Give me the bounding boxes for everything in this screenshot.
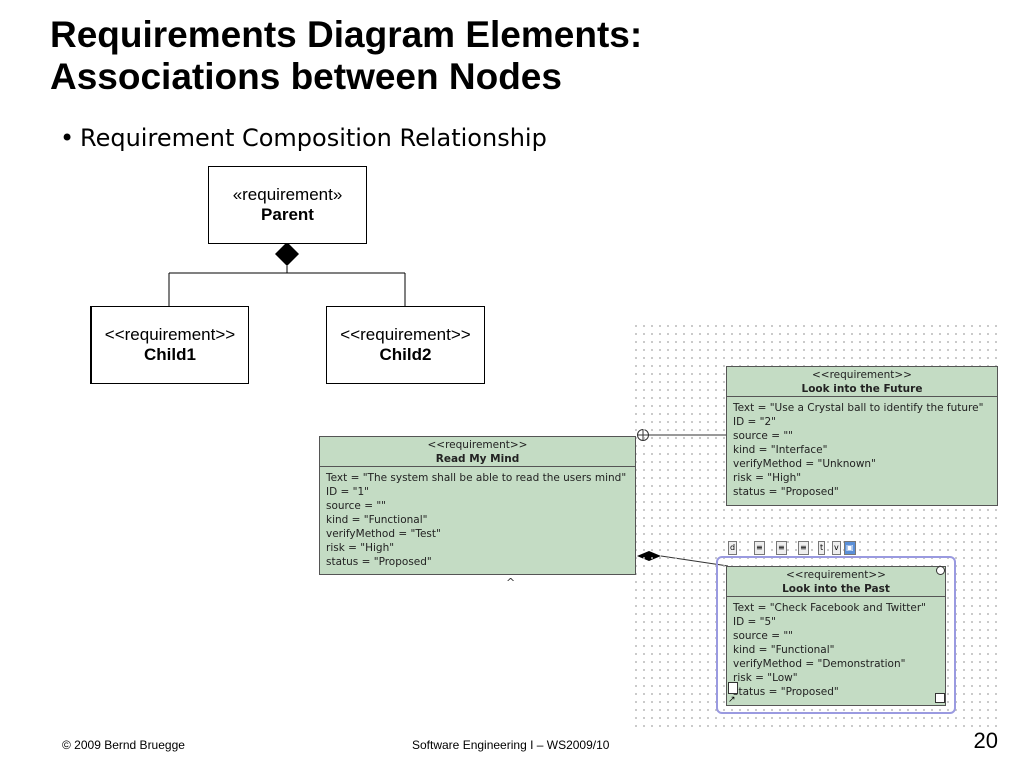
property-text: Text = "Check Facebook and Twitter" (733, 602, 926, 614)
requirement-name: Look into the Future (801, 383, 923, 395)
composition-diamond-parent (275, 242, 299, 266)
property-kind: kind = "Functional" (326, 514, 428, 526)
property-source: source = "" (326, 500, 387, 512)
slide-title: Requirements Diagram Elements: Associati… (50, 14, 642, 98)
property-kind: kind = "Functional" (733, 644, 835, 656)
title-line-2: Associations between Nodes (50, 56, 562, 97)
child2-name: Child2 (379, 345, 432, 364)
collapse-marker-icon: ^ (506, 576, 515, 589)
property-kind: kind = "Interface" (733, 444, 828, 456)
link-arrow-icon[interactable]: ↗ (728, 694, 736, 704)
selection-frame[interactable] (716, 556, 956, 714)
parent-stereotype: «requirement» (232, 185, 343, 204)
requirement-read-my-mind[interactable]: <<requirement>> Read My Mind Text = "The… (319, 436, 636, 575)
property-text: Text = "The system shall be able to read… (326, 472, 627, 484)
property-verify-method: verifyMethod = "Test" (326, 528, 441, 540)
property-risk: risk = "High" (733, 472, 802, 484)
child1-requirement: <<requirement>> Child1 (90, 306, 249, 384)
property-status: status = "Proposed" (733, 486, 839, 498)
footer-copyright: © 2009 Bernd Bruegge (62, 738, 185, 752)
requirement-header: <<requirement>> Look into the Future (727, 367, 997, 397)
requirement-name: Read My Mind (435, 453, 520, 465)
property-id: ID = "5" (733, 616, 776, 628)
property-status: status = "Proposed" (326, 556, 432, 568)
parent-requirement: «requirement» Parent (208, 166, 367, 244)
requirement-look-into-the-future[interactable]: <<requirement>> Look into the Future Tex… (726, 366, 998, 506)
property-verify-method: verifyMethod = "Unknown" (733, 458, 876, 470)
bullet-item: •Requirement Composition Relationship (60, 124, 547, 152)
child2-requirement: <<requirement>> Child2 (326, 306, 485, 384)
toolbar-list-icon[interactable]: ≡ (798, 541, 809, 555)
footer-course: Software Engineering I – WS2009/10 (412, 738, 610, 752)
parent-name: Parent (261, 205, 314, 224)
requirement-properties: Text = "Check Facebook and Twitter" ID =… (727, 597, 945, 703)
child1-name: Child1 (144, 345, 196, 364)
toolbar-v-icon[interactable]: v (832, 541, 841, 555)
property-id: ID = "1" (326, 486, 369, 498)
toolbar-d-icon[interactable]: d (728, 541, 738, 555)
requirement-header: <<requirement>> Look into the Past (727, 567, 945, 597)
property-source: source = "" (733, 430, 794, 442)
requirement-properties: Text = "The system shall be able to read… (320, 467, 635, 573)
bullet-text: Requirement Composition Relationship (80, 124, 547, 152)
property-risk: risk = "High" (326, 542, 395, 554)
toolbar-list-icon[interactable]: ≡ (754, 541, 765, 555)
property-risk: risk = "Low" (733, 672, 798, 684)
requirement-stereotype: <<requirement>> (786, 569, 886, 581)
document-icon[interactable] (728, 682, 738, 694)
property-source: source = "" (733, 630, 794, 642)
toolbar-note-icon[interactable]: ▣ (844, 541, 856, 555)
property-id: ID = "2" (733, 416, 776, 428)
requirement-stereotype: <<requirement>> (812, 369, 912, 381)
bullet-dot-icon: • (60, 124, 75, 152)
toolbar-list-icon[interactable]: ≡ (776, 541, 787, 555)
property-status: status = "Proposed" (733, 686, 839, 698)
child1-stereotype: <<requirement>> (104, 325, 236, 344)
corner-resize-icon[interactable] (935, 693, 945, 703)
toolbar-t-icon[interactable]: t (818, 541, 826, 555)
requirement-properties: Text = "Use a Crystal ball to identify t… (727, 397, 997, 503)
property-text: Text = "Use a Crystal ball to identify t… (733, 402, 984, 414)
requirement-stereotype: <<requirement>> (427, 439, 528, 451)
page-number: 20 (973, 728, 998, 753)
requirement-look-into-the-past[interactable]: <<requirement>> Look into the Past Text … (726, 566, 946, 706)
child2-stereotype: <<requirement>> (340, 325, 471, 344)
title-line-1: Requirements Diagram Elements: (50, 14, 643, 55)
property-verify-method: verifyMethod = "Demonstration" (733, 658, 906, 670)
requirement-name: Look into the Past (782, 583, 890, 595)
requirement-header: <<requirement>> Read My Mind (320, 437, 635, 467)
resize-handle-icon[interactable] (936, 566, 945, 575)
